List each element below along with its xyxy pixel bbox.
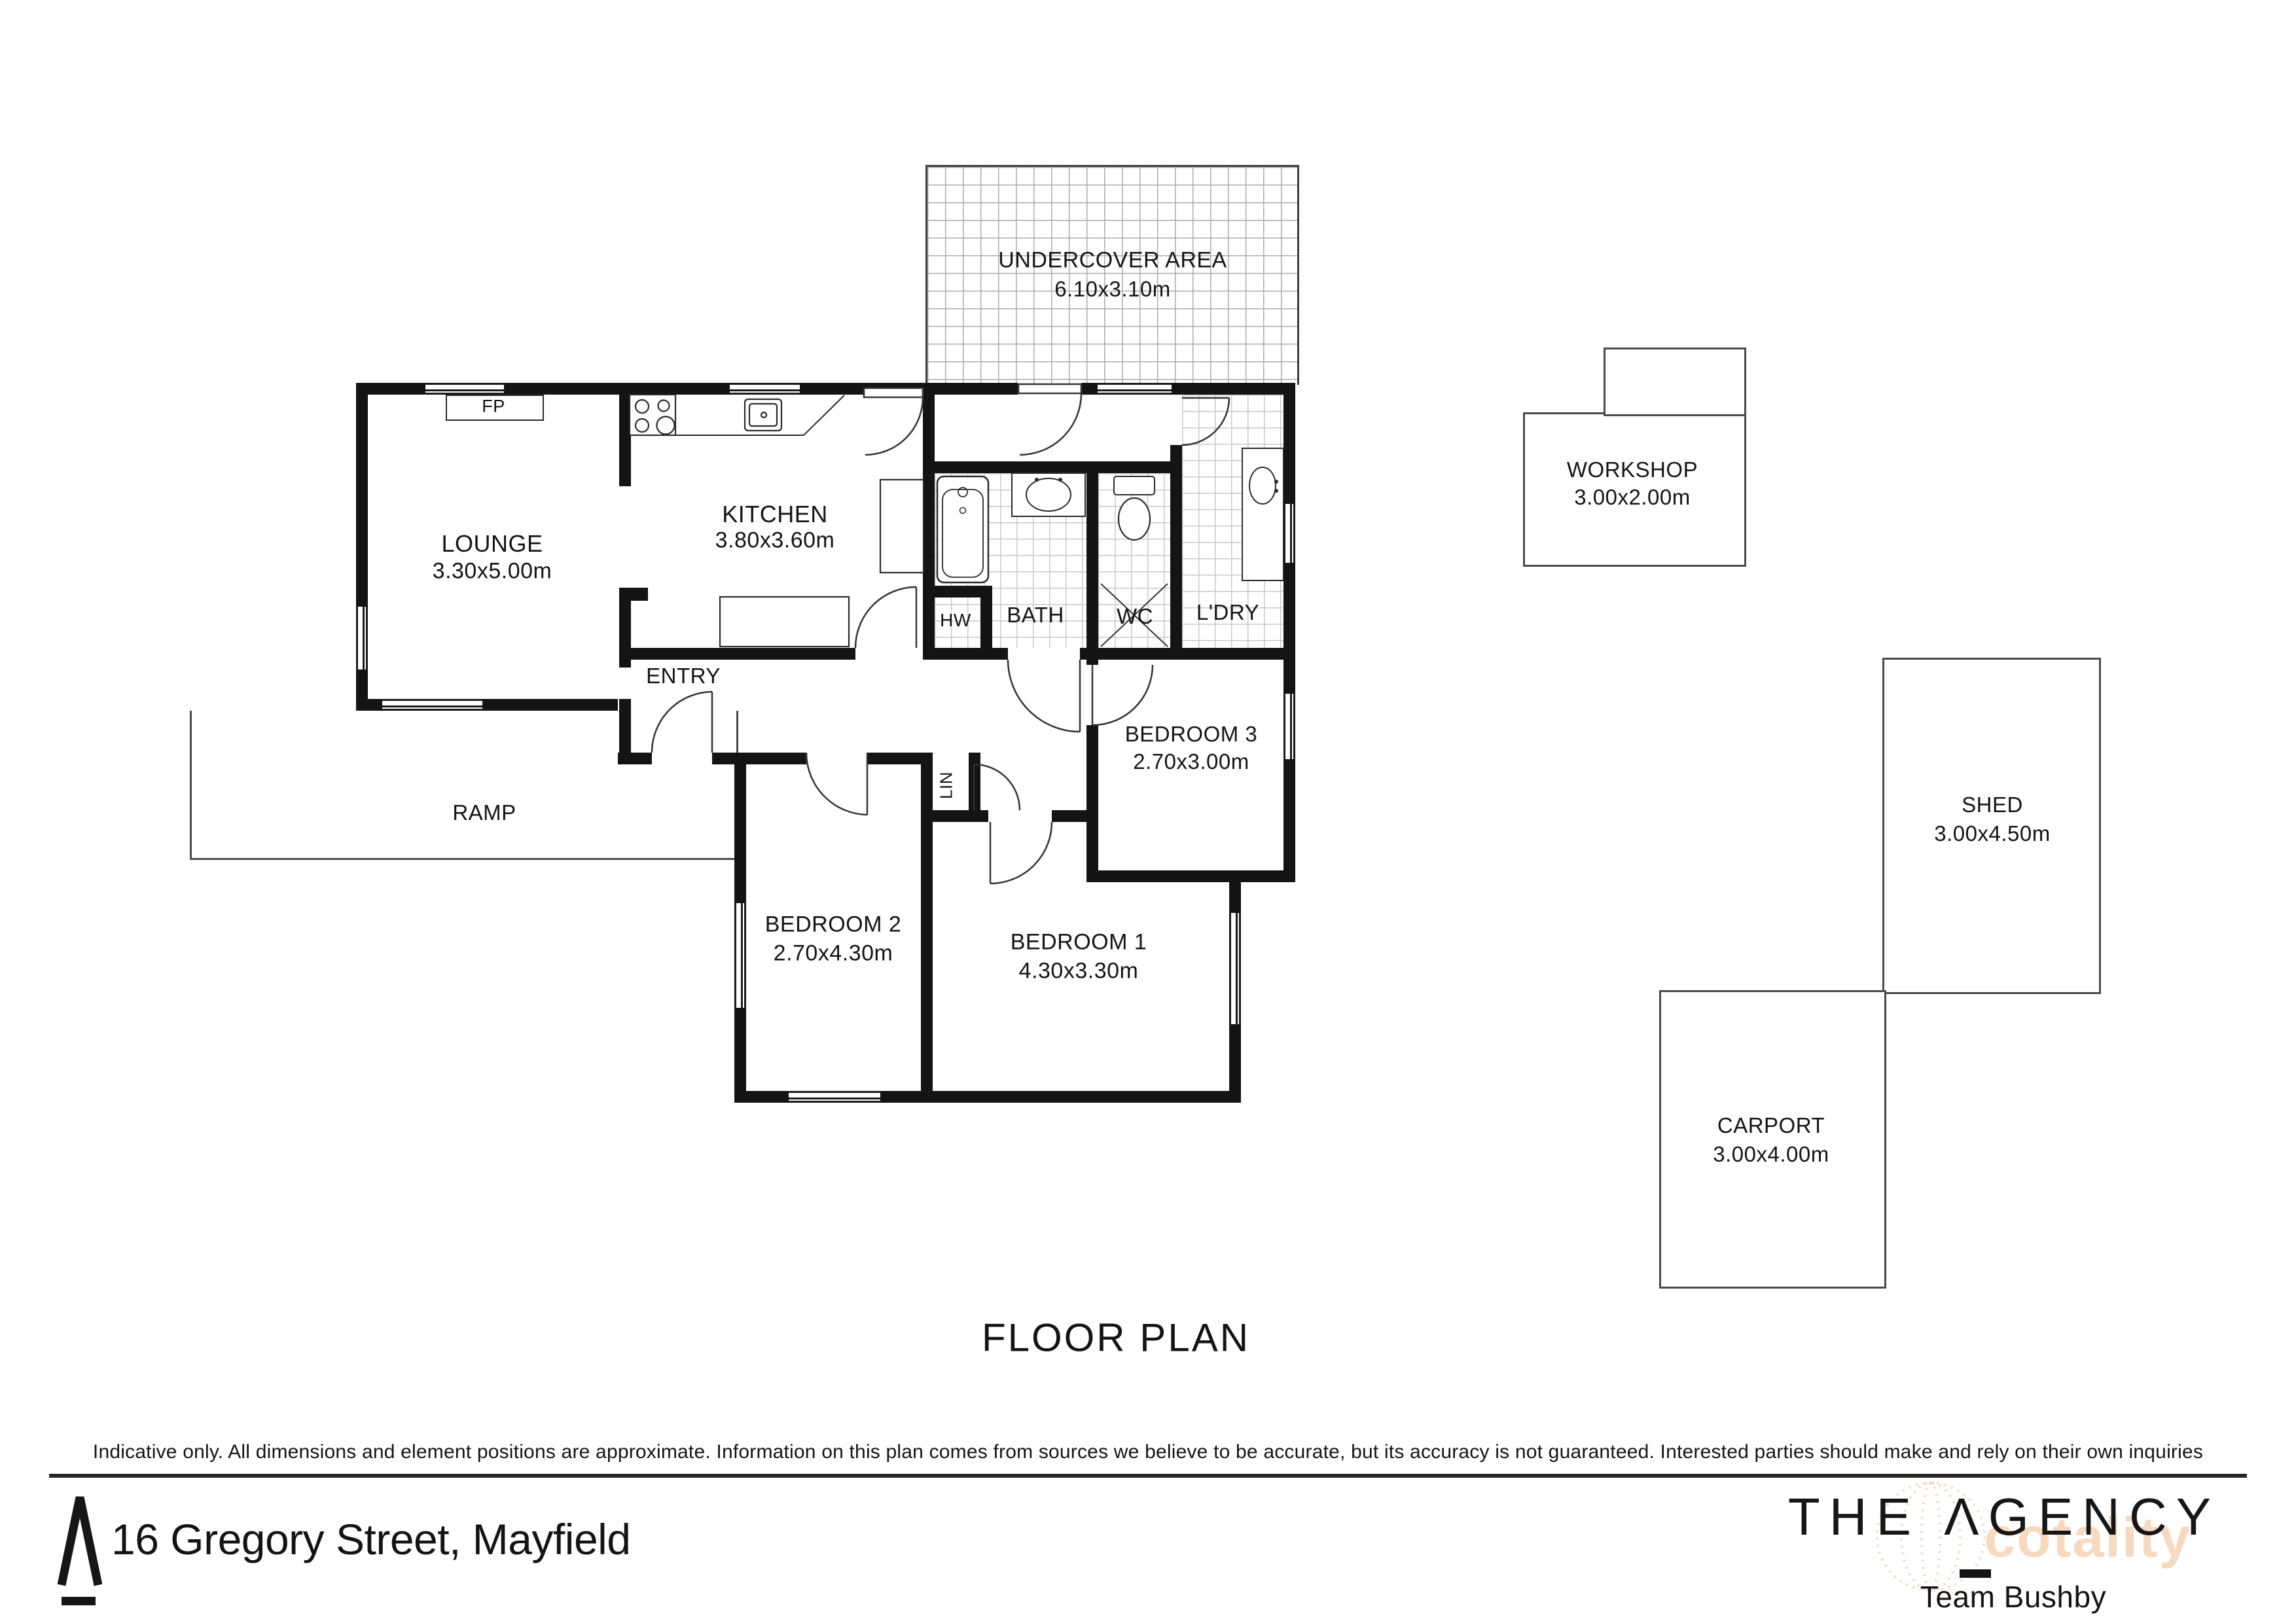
wall xyxy=(1086,725,1098,870)
window xyxy=(730,383,800,395)
bath-vanity-icon xyxy=(1011,473,1086,517)
carport-name: CARPORT xyxy=(1717,1113,1825,1137)
door-arc xyxy=(651,690,713,753)
window xyxy=(356,607,368,669)
door-arc xyxy=(865,397,924,456)
ramp-label: RAMP xyxy=(452,800,516,825)
bathtub-icon xyxy=(936,475,990,584)
wall xyxy=(1086,461,1098,660)
undercover-name: UNDERCOVER AREA xyxy=(998,247,1227,273)
kitchen-sink-icon xyxy=(744,398,783,432)
carport-outline xyxy=(1659,990,1886,1289)
wall xyxy=(631,588,648,601)
fireplace-box xyxy=(446,395,544,421)
lounge-dims: 3.30x5.00m xyxy=(432,558,552,584)
wall xyxy=(923,461,1182,473)
laundry-tub-icon xyxy=(1242,448,1284,581)
lounge-name: LOUNGE xyxy=(441,530,543,557)
wall xyxy=(933,810,988,822)
bedroom3-name: BEDROOM 3 xyxy=(1124,722,1258,746)
wall xyxy=(619,395,631,486)
kitchen-dims: 3.80x3.60m xyxy=(715,527,835,553)
window xyxy=(734,903,746,1008)
stove-icon xyxy=(628,393,677,437)
wall xyxy=(935,648,1008,660)
brand-underscore xyxy=(1960,1569,1991,1578)
window xyxy=(1283,694,1295,759)
bedroom1-dims: 4.30x3.30m xyxy=(1018,958,1139,984)
workshop-annex-outline xyxy=(1604,348,1746,416)
toilet-icon xyxy=(1113,476,1155,541)
wall xyxy=(356,383,1018,395)
kitchen-island-bench xyxy=(719,596,850,648)
page-title: FLOOR PLAN xyxy=(981,1315,1251,1360)
footer-divider xyxy=(49,1474,2247,1478)
wall xyxy=(921,753,933,1091)
wc-floor-tiles xyxy=(1098,473,1170,648)
wall xyxy=(1086,870,1295,882)
hot-water-label: HW xyxy=(940,610,971,630)
door-arc xyxy=(854,586,917,649)
wall xyxy=(619,648,855,660)
window xyxy=(1229,913,1241,1024)
entry-label: ENTRY xyxy=(646,664,721,688)
door-arc xyxy=(973,763,1021,811)
undercover-dims: 6.10x3.10m xyxy=(1054,277,1171,301)
team-name: Team Bushby xyxy=(1920,1580,2107,1614)
bedroom2-dims: 2.70x4.30m xyxy=(773,940,893,966)
bath-label: BATH xyxy=(1007,603,1064,627)
door-arc xyxy=(1019,393,1083,456)
wc-label: WC xyxy=(1117,604,1153,628)
watermark-text: cotality xyxy=(1984,1506,2192,1569)
window xyxy=(789,1091,880,1103)
door-arc xyxy=(805,752,868,816)
wall xyxy=(1086,660,1098,665)
wall xyxy=(1080,648,1295,660)
wall xyxy=(619,699,631,764)
ramp-outline xyxy=(190,711,738,860)
window xyxy=(382,699,482,711)
door-leaf xyxy=(863,387,924,399)
brand-logo-text: THE ΛGENCY xyxy=(1787,1488,2221,1546)
wall xyxy=(980,597,992,648)
fireplace-label: FP xyxy=(482,396,505,416)
workshop-dims: 3.00x2.00m xyxy=(1574,485,1691,509)
watermark-globe-icon xyxy=(1876,1482,1986,1592)
laundry-label: L'DRY xyxy=(1196,600,1260,624)
kitchen-bench-edge xyxy=(630,395,845,436)
bedroom3-dims: 2.70x3.00m xyxy=(1133,749,1249,774)
kitchen-pantry-box xyxy=(879,478,925,574)
wall xyxy=(923,586,992,597)
agency-logo-mark xyxy=(57,1496,103,1605)
wc-bifold-door xyxy=(1100,583,1168,647)
kitchen-name: KITCHEN xyxy=(722,501,828,527)
wall xyxy=(867,753,933,764)
carport-dims: 3.00x4.00m xyxy=(1713,1142,1829,1166)
linen-label: LIN xyxy=(936,772,956,799)
bedroom2-name: BEDROOM 2 xyxy=(764,912,902,937)
shed-name: SHED xyxy=(1962,793,2023,817)
door-arc xyxy=(990,821,1053,885)
wall xyxy=(619,588,631,668)
door-arc xyxy=(1007,659,1081,733)
workshop-name: WORKSHOP xyxy=(1566,457,1698,482)
window xyxy=(1098,383,1172,395)
bedroom1-name: BEDROOM 1 xyxy=(1010,929,1147,955)
shed-dims: 3.00x4.50m xyxy=(1934,821,2051,846)
undercover-area-hatch xyxy=(925,165,1299,385)
shed-outline xyxy=(1882,658,2101,994)
window xyxy=(1283,504,1295,563)
disclaimer-text: Indicative only. All dimensions and elem… xyxy=(92,1441,2204,1463)
door-arc xyxy=(1092,664,1154,726)
door-arc xyxy=(1181,397,1230,446)
property-address: 16 Gregory Street, Mayfield xyxy=(111,1515,631,1563)
door-leaf xyxy=(1017,383,1083,395)
wall xyxy=(923,395,935,660)
wall xyxy=(1170,445,1182,660)
window xyxy=(425,383,504,395)
workshop-outline xyxy=(1523,412,1746,567)
